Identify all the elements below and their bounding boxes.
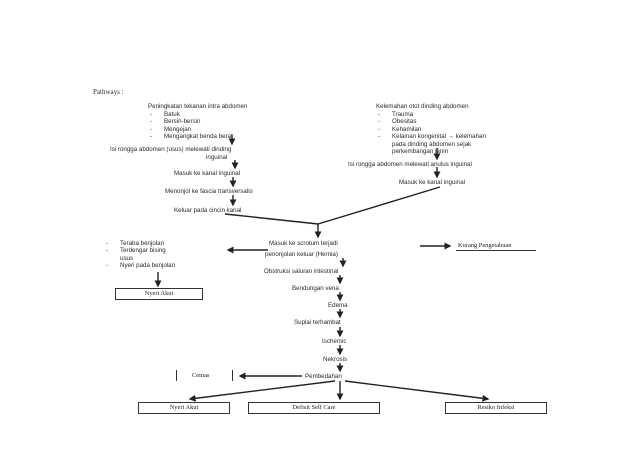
kurang-underline [456,250,536,251]
center-pembedahan: Pembedahan [305,373,342,380]
left-keluar: Keluar pada cincin kanal [174,207,242,214]
center-scrotum-line1: Masuk ke scrotum terjadi [269,240,338,247]
converge-left [224,213,319,225]
kurang-pengetahuan-label: Kurang Pengetahuan [458,242,512,249]
right-top-list-cont-2: perkembangan janin [392,148,449,155]
right-isi-rongga: Isi rongga abdomen melewati anulus ingui… [348,161,472,168]
nyeri-akut-box-2: Nyeri Akut [138,402,230,414]
center-obstruksi: Obstruksi saluran intestinal [264,268,339,275]
page-title: Pathways : [93,88,124,96]
center-edema: Edema [328,302,348,309]
left-symptom-list-2: Nyeri pada benjolan [106,262,175,270]
arrow-to-nyeri-2 [188,380,336,402]
resiko-infeksi-box: Resiko Infeksi [445,402,547,414]
cemas-left-bar [176,370,177,381]
list-item: Teraba benjolan [106,240,166,248]
left-top-heading: Peningkatan tekanan intra abdomen [148,103,248,110]
right-masuk-kanal: Masuk ke kanal inguinal [399,179,466,186]
right-top-list-cont-1: pada dinding abdomen sejak [392,140,472,148]
arrow-to-resiko [344,380,490,402]
list-item: Mengejan [150,126,233,134]
defisit-self-care-box: Defisit Self Care [248,402,380,414]
cemas-label: Cemas [192,372,210,379]
left-isi-rongga-line1: Isi rongga abdomen (usus) melewati dindi… [110,146,232,153]
left-top-list: Batuk Bersin-bersin Mengejan Mengangkat … [150,111,233,141]
list-item: Nyeri pada benjolan [106,262,175,270]
right-top-list: Trauma Obesitas Kehamilan Kelainan konge… [378,111,486,141]
left-masuk-kanal: Masuk ke kanal inguinal [174,170,241,177]
nyeri-akut-box-1: Nyeri Akut [115,288,203,300]
center-nekrosis: Nekrosis [323,356,348,363]
converge-right [317,186,441,225]
list-item: Kelainan kongenital → kelemahan [378,133,486,141]
list-item: Trauma [378,111,486,119]
center-scrotum-line2: penonjolan keluar (Hernia) [265,251,338,258]
cemas-right-bar [232,370,233,381]
list-item: Batuk [150,111,233,119]
list-item: Bersin-bersin [150,118,233,126]
list-item: Kehamilan [378,126,486,134]
list-item: Terdengar bising [106,247,166,255]
center-ischemic: Ischemic [322,338,347,345]
left-symptom-list: Teraba benjolan Terdengar bising [106,240,166,255]
left-menonjol: Menonjol ke fascia transversalis [165,188,253,195]
right-top-heading: Kelemahan otot dinding abdomen [376,103,469,110]
center-bendungan: Bendungan vena [292,285,339,292]
list-item: Obesitas [378,118,486,126]
left-symptom-cont: usus [120,254,134,262]
left-isi-rongga-line2: inguinal [206,153,228,161]
center-suplai: Suplai terhambat [294,319,341,326]
list-item: Mengangkat benda berat [150,133,233,141]
